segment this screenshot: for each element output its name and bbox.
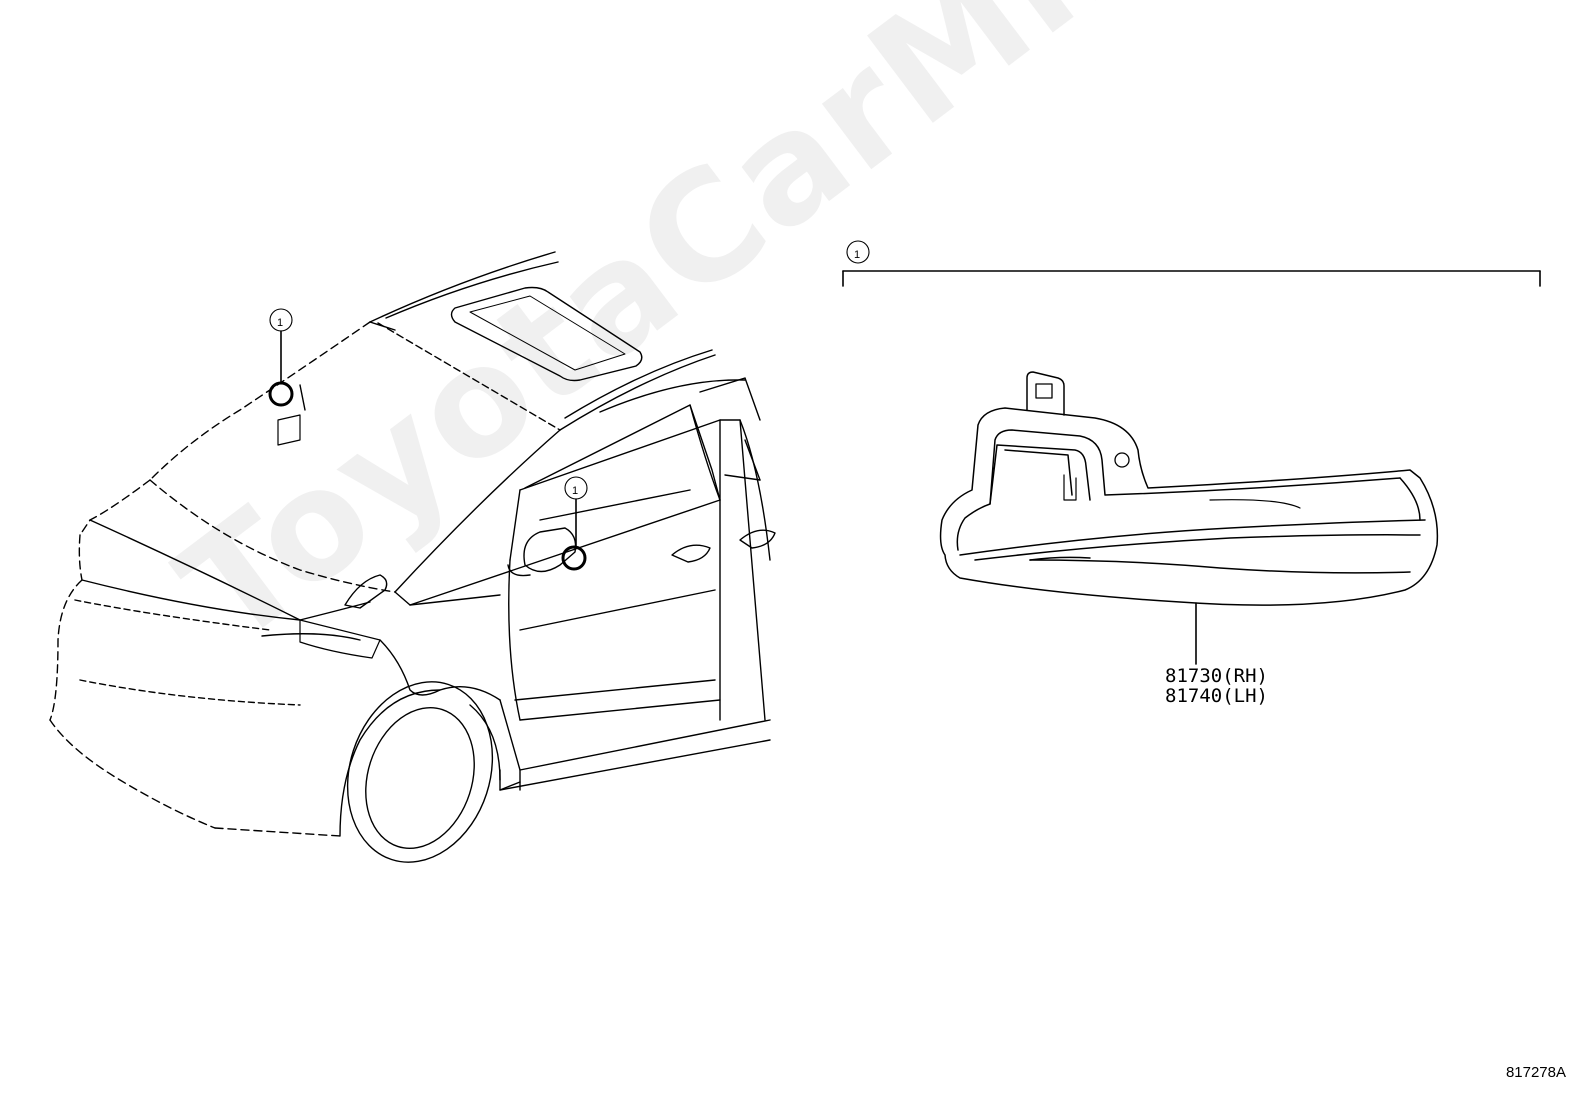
part-number-rh: 81730(RH) bbox=[1165, 665, 1268, 687]
illustration-code: 817278A bbox=[1505, 1064, 1566, 1081]
callout-number-door-mirror: 1 bbox=[572, 485, 579, 497]
bracket-line bbox=[842, 240, 1541, 287]
callout-number-bracket: 1 bbox=[854, 249, 861, 261]
callout-number-windshield: 1 bbox=[277, 317, 284, 329]
callout-windshield bbox=[268, 308, 294, 407]
callout-door-mirror bbox=[561, 476, 588, 571]
turn-signal-lamp bbox=[939, 371, 1439, 665]
part-number-lh: 81740(LH) bbox=[1165, 685, 1268, 707]
vehicle-illustration bbox=[49, 251, 776, 863]
